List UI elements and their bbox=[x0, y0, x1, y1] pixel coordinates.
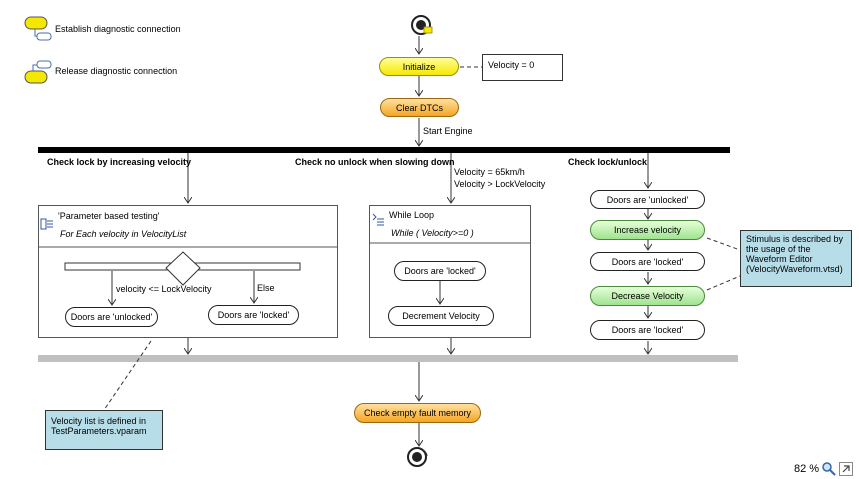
parameter-testing-icon bbox=[40, 218, 53, 230]
stimulus-note: Stimulus is described by the usage of th… bbox=[740, 230, 852, 287]
zoom-level: 82 % bbox=[794, 463, 820, 475]
decision-diamond bbox=[165, 251, 201, 286]
branch-right-title: Check lock/unlock bbox=[568, 157, 648, 167]
magnifier-icon[interactable] bbox=[822, 462, 836, 476]
legend-release-label: Release diagnostic connection bbox=[55, 66, 178, 76]
while-loop-title: While Loop bbox=[389, 210, 435, 220]
right-doors-locked-node-1[interactable]: Doors are 'locked' bbox=[590, 252, 705, 271]
else-label: Else bbox=[257, 283, 275, 293]
le-lockvelocity-label: velocity <= LockVelocity bbox=[116, 284, 212, 294]
velocity-zero-note: Velocity = 0 bbox=[482, 54, 563, 81]
fit-view-icon[interactable] bbox=[839, 462, 854, 476]
initialize-node[interactable]: Initialize bbox=[379, 57, 459, 76]
left-doors-locked-node[interactable]: Doors are 'locked' bbox=[208, 305, 299, 325]
legend-establish-label: Establish diagnostic connection bbox=[55, 24, 181, 34]
parameter-testing-frame[interactable] bbox=[38, 205, 338, 338]
zoom-control: 82 % bbox=[794, 462, 854, 476]
establish-connection-icon bbox=[24, 16, 52, 41]
clear-dtcs-node[interactable]: Clear DTCs bbox=[380, 98, 459, 117]
join-bar bbox=[38, 355, 738, 362]
left-doors-unlocked-node[interactable]: Doors are 'unlocked' bbox=[65, 307, 158, 327]
branch-mid-title: Check no unlock when slowing down bbox=[295, 157, 455, 167]
decrease-velocity-node[interactable]: Decrease Velocity bbox=[590, 286, 705, 306]
check-empty-fault-memory-node[interactable]: Check empty fault memory bbox=[354, 403, 481, 423]
right-doors-locked-node-2[interactable]: Doors are 'locked' bbox=[590, 320, 705, 340]
parameter-testing-subtitle: For Each velocity in VelocityList bbox=[60, 229, 187, 239]
velocity-condition-label: Velocity = 65km/h bbox=[454, 167, 525, 177]
while-loop-icon bbox=[372, 213, 384, 226]
start-node bbox=[411, 15, 433, 35]
while-loop-subtitle: While ( Velocity>=0 ) bbox=[391, 228, 474, 238]
branch-left-title: Check lock by increasing velocity bbox=[47, 157, 192, 167]
release-connection-icon bbox=[24, 60, 52, 84]
end-node bbox=[407, 447, 428, 467]
start-engine-label: Start Engine bbox=[423, 126, 473, 136]
velocity-list-note: Velocity list is defined in TestParamete… bbox=[45, 410, 163, 450]
fork-bar bbox=[38, 147, 730, 153]
mid-doors-locked-node[interactable]: Doors are 'locked' bbox=[394, 261, 486, 281]
parameter-testing-title: 'Parameter based testing' bbox=[58, 211, 160, 221]
decrement-velocity-node[interactable]: Decrement Velocity bbox=[388, 306, 494, 326]
right-doors-unlocked-node[interactable]: Doors are 'unlocked' bbox=[590, 190, 705, 209]
velocity-condition-label-2: Velocity > LockVelocity bbox=[454, 179, 546, 189]
increase-velocity-node[interactable]: Increase velocity bbox=[590, 220, 705, 240]
while-loop-frame[interactable] bbox=[369, 205, 531, 338]
